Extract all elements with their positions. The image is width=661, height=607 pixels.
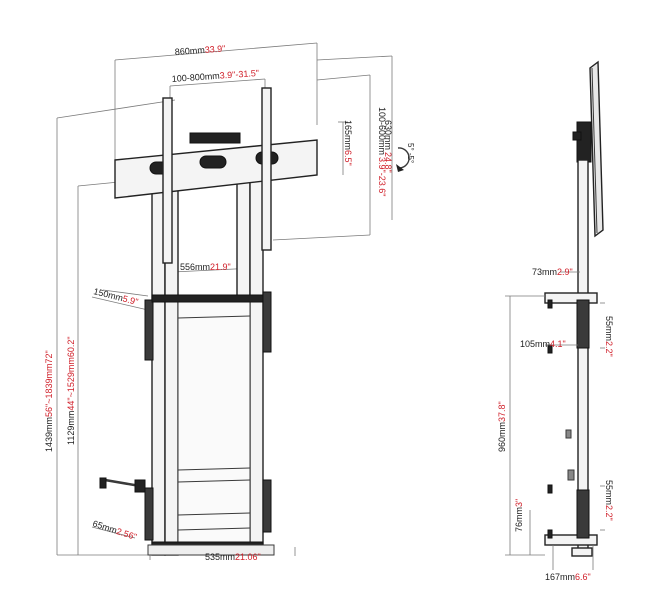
label-clamp-height-bottom: 55mm2.2" — [604, 480, 614, 521]
side-screen — [572, 60, 604, 238]
front-inner-frame — [177, 299, 251, 551]
label-lift-height: 1129mm44"~1529mm60.2" — [66, 336, 76, 445]
front-clamps — [144, 291, 275, 556]
label-base-width: 535mm21.06" — [205, 552, 261, 562]
front-mount-plate — [114, 87, 318, 264]
label-tilt: 5° -5° — [406, 143, 415, 163]
side-view: 73mm2.9" 55mm2.2" 105mm4.1" 960mm37.8" 5… — [497, 60, 614, 582]
crank-handle-icon — [99, 477, 146, 493]
tilt-arrow-icon — [396, 147, 410, 172]
label-clamp-depth: 150mm5.9" — [93, 286, 140, 307]
side-brackets — [544, 292, 598, 557]
label-column-height: 1439mm56"~1839mm72" — [44, 350, 54, 452]
label-vesa-height: 100-600mm3.9"-23.6" — [377, 107, 387, 196]
front-view: 860mm33.9" 100-800mm3.9"-31.5" 100-600mm… — [44, 42, 415, 562]
label-bottom-offset: 76mm3" — [514, 499, 524, 532]
label-vesa-width: 100-800mm3.9"-31.5" — [171, 68, 259, 84]
label-total-height: 630mm24.8" — [383, 120, 393, 173]
label-frame-height: 960mm37.8" — [497, 401, 507, 452]
side-dimension-labels: 73mm2.9" 55mm2.2" 105mm4.1" 960mm37.8" 5… — [497, 267, 614, 582]
label-clamp-height-top: 55mm2.2" — [604, 316, 614, 357]
label-top-offset: 73mm2.9" — [532, 267, 573, 277]
label-foot-depth: 65mm2.56" — [91, 518, 138, 542]
label-overall-width: 860mm33.9" — [174, 43, 225, 57]
label-pole-spacing: 556mm21.9" — [180, 262, 231, 272]
side-dimension-lines — [505, 271, 605, 570]
label-base-depth: 167mm6.6" — [545, 572, 591, 582]
label-bracket-height: 165mm6.5" — [343, 120, 353, 166]
label-bracket-depth: 105mm4.1" — [520, 339, 566, 349]
